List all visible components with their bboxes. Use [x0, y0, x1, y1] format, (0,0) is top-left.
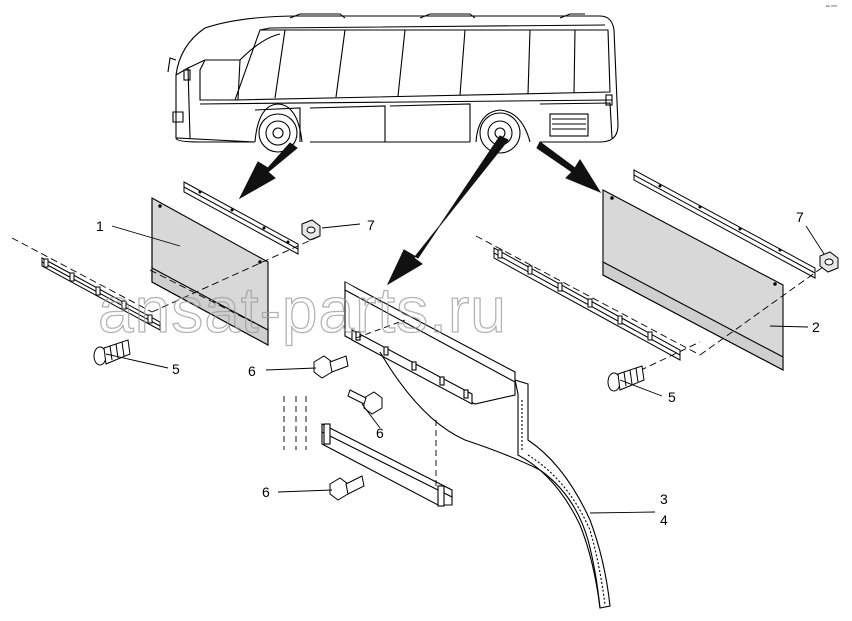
- nut-front: [301, 219, 321, 241]
- arrow-to-front-wheel: [238, 142, 298, 200]
- arrow-to-rear-left: [386, 135, 509, 286]
- callout-7-rear: 7: [796, 209, 804, 225]
- rail-front-lower: [41, 257, 161, 331]
- corner-mark: ᵉᵉ ᵐᵐ: [826, 4, 837, 10]
- rail-rear-lower: [493, 247, 681, 361]
- pointer-arrows: [238, 135, 602, 286]
- bus-illustration: [167, 13, 619, 154]
- callout-2: 2: [812, 319, 820, 335]
- callout-3: 3: [660, 491, 668, 507]
- fender-bracket-upper: [344, 281, 516, 405]
- fender-arch: [379, 351, 611, 609]
- callout-5-rear: 5: [668, 389, 676, 405]
- mud-flap-rear: [602, 189, 784, 371]
- callout-6-lower: 6: [262, 484, 270, 500]
- clamp-strip-front-top: [183, 181, 299, 255]
- fender-bracket-lower: [321, 423, 453, 507]
- bolt-rear: [607, 365, 645, 392]
- axis-lines-front: [11, 235, 321, 331]
- callout-6-middle: 6: [376, 425, 384, 441]
- callout-4: 4: [660, 512, 668, 528]
- callout-6-upper: 6: [248, 363, 256, 379]
- bolt-front: [93, 339, 131, 366]
- mud-flap-front: [151, 197, 269, 346]
- callout-5-front: 5: [172, 361, 180, 377]
- clamp-strip-rear-top: [633, 169, 816, 279]
- axis-lines-middle: [283, 319, 437, 490]
- watermark-text: ansat-parts.ru: [98, 274, 507, 346]
- screw-upper: [313, 355, 349, 379]
- nut-rear: [819, 251, 839, 273]
- screw-lower: [329, 475, 365, 501]
- screw-middle: [347, 389, 383, 415]
- callout-7-front: 7: [367, 217, 375, 233]
- leader-lines: [105, 223, 825, 514]
- callout-1: 1: [96, 218, 104, 234]
- arrow-to-rear-right: [536, 141, 602, 194]
